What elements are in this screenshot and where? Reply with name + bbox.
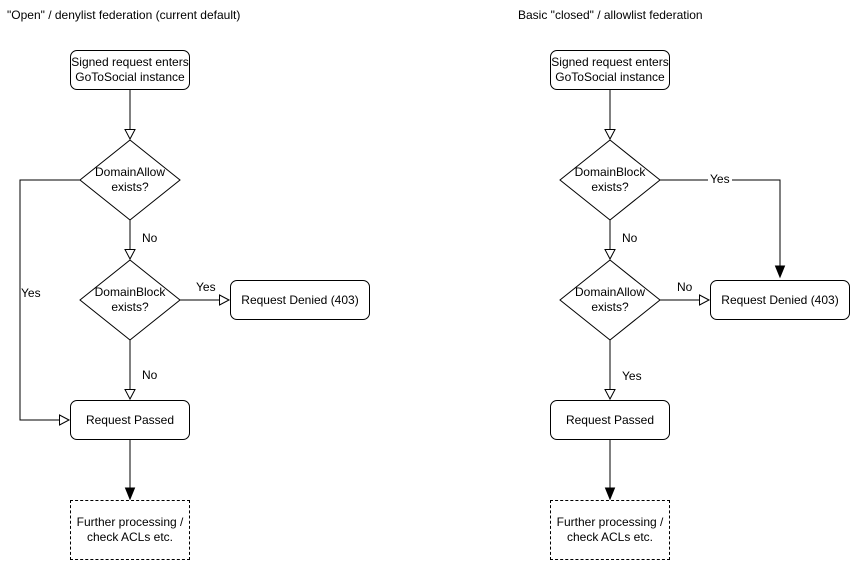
right-decision1-label: DomainBlock exists? — [574, 165, 646, 194]
right-decision1-yes-label: Yes — [708, 172, 732, 186]
right-denied-node: Request Denied (403) — [710, 280, 850, 320]
right-decision2-no-label: No — [677, 280, 693, 294]
right-edge-decision2-yes — [604, 340, 616, 401]
right-edge-passed-to-further — [604, 440, 616, 501]
left-start-node: Signed request enters GoToSocial instanc… — [70, 50, 190, 90]
right-decision1-no-label: No — [622, 231, 638, 245]
right-decision2-label: DomainAllow exists? — [574, 285, 646, 314]
left-further-node: Further processing / check ACLs etc. — [70, 500, 190, 560]
left-decision2-yes-label: Yes — [196, 280, 216, 294]
left-edge-decision1-no — [124, 220, 136, 261]
left-edge-decision2-no — [124, 340, 136, 401]
right-passed-node: Request Passed — [550, 400, 670, 440]
left-denied-node: Request Denied (403) — [230, 280, 370, 320]
left-decision1-label: DomainAllow exists? — [94, 165, 166, 194]
right-edge-start-to-decision1 — [604, 90, 616, 141]
right-edge-decision1-no — [604, 220, 616, 261]
left-decision1-yes-label: Yes — [21, 286, 41, 300]
right-edge-decision2-no — [660, 294, 711, 306]
left-passed-node: Request Passed — [70, 400, 190, 440]
right-start-node: Signed request enters GoToSocial instanc… — [550, 50, 670, 90]
right-decision2-diamond — [559, 259, 661, 341]
right-edge-decision1-yes — [660, 179, 786, 279]
left-decision2-diamond — [79, 259, 181, 341]
left-edge-start-to-decision1 — [124, 90, 136, 141]
left-edge-decision2-yes — [180, 294, 231, 306]
right-chart-title: Basic "closed" / allowlist federation — [518, 8, 703, 22]
right-decision2-yes-label: Yes — [622, 369, 642, 383]
left-chart-title: "Open" / denylist federation (current de… — [7, 8, 241, 22]
left-decision1-diamond — [79, 139, 181, 221]
right-decision1-diamond — [559, 139, 661, 221]
left-decision2-label: DomainBlock exists? — [94, 285, 166, 314]
left-decision1-no-label: No — [142, 231, 158, 245]
left-edge-decision1-yes — [19, 179, 80, 426]
left-decision2-no-label: No — [142, 368, 158, 382]
right-further-node: Further processing / check ACLs etc. — [550, 500, 670, 560]
left-edge-passed-to-further — [124, 440, 136, 501]
